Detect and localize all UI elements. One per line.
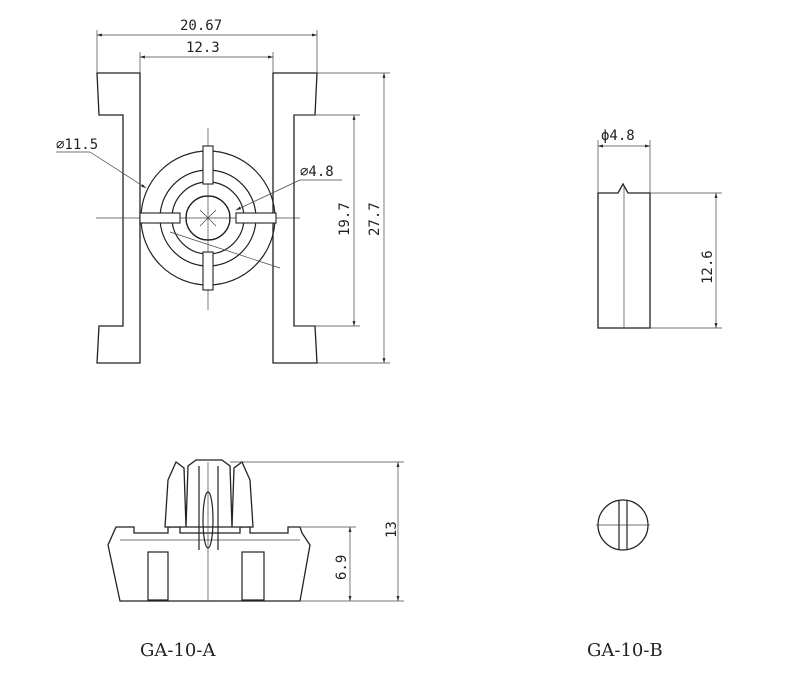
left-bracket-outline xyxy=(96,72,141,364)
inner-width-label: 12.3 xyxy=(186,40,220,56)
overall-height-label: 27.7 xyxy=(367,202,383,236)
ring-assembly xyxy=(139,145,277,291)
base-window-right xyxy=(241,551,265,601)
overall-width-label: 20.67 xyxy=(180,18,222,34)
prongs xyxy=(164,459,254,528)
caption-part-b: GA-10-B xyxy=(587,640,663,661)
outer-ring-dia-label: ⌀11.5 xyxy=(56,137,98,153)
pin-height-label: 12.6 xyxy=(700,250,716,284)
base-block xyxy=(107,526,311,602)
base-height-label: 6.9 xyxy=(334,555,350,580)
hole-dia-leader xyxy=(235,179,301,211)
caption-part-a: GA-10-A xyxy=(140,640,216,661)
outer-dia-leader xyxy=(89,151,147,189)
total-height-label: 13 xyxy=(384,521,400,538)
inner-height-label: 19.7 xyxy=(337,202,353,236)
part-a-top-view: 20.67 12.3 ⌀11.5 ⌀4.8 19.7 27.7 xyxy=(56,18,390,364)
base-window-left xyxy=(147,551,169,601)
hole-dia-label: ⌀4.8 xyxy=(300,164,334,180)
part-b-side-view: ϕ4.8 12.6 xyxy=(597,128,722,329)
pin-dia-label: ϕ4.8 xyxy=(601,128,635,144)
part-b-end-view xyxy=(596,499,650,551)
part-a-front-view: 13 6.9 xyxy=(107,459,404,602)
